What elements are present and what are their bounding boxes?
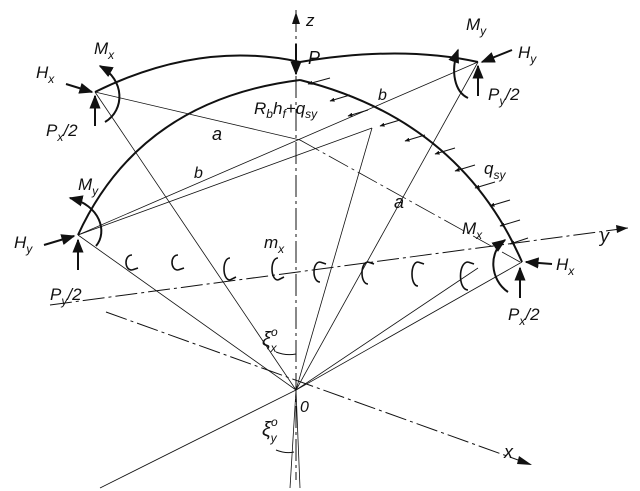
label-Hy-top: Hy xyxy=(518,43,537,66)
Hy-left-arrow xyxy=(43,234,76,246)
shell-curves xyxy=(77,52,523,263)
shell-edge-left xyxy=(77,79,301,236)
y-axis-arrowhead xyxy=(616,225,628,233)
label-y: y xyxy=(598,226,610,246)
x-axis-arrowhead xyxy=(517,456,532,465)
label-z: z xyxy=(305,11,315,30)
corner-top-right xyxy=(448,48,513,99)
Mx-right-moment xyxy=(491,239,509,293)
label-x: x xyxy=(503,442,514,462)
label-a-right: a xyxy=(394,192,404,212)
label-Mx-top: Mx xyxy=(94,39,115,62)
labels: z P y x 0 Mx Hx Px/2 My Hy Py/2 My Hy Py… xyxy=(14,11,610,462)
shell-edge-top xyxy=(94,52,479,93)
label-Py2-top: Py/2 xyxy=(488,85,520,108)
angle-markers xyxy=(275,351,297,454)
corner-left xyxy=(43,195,103,270)
label-Px2-top: Px/2 xyxy=(46,121,78,144)
label-My-left: My xyxy=(78,175,99,198)
distributed-load xyxy=(307,77,529,245)
My-top-moment xyxy=(448,48,469,99)
y-axis xyxy=(49,227,629,306)
axes xyxy=(49,10,629,480)
label-P: P xyxy=(308,48,320,68)
label-Hx-top: Hx xyxy=(36,63,55,86)
x-axis xyxy=(105,311,533,466)
Hx-top-arrow xyxy=(65,82,94,94)
label-Mx-right: Mx xyxy=(462,219,483,242)
label-origin: 0 xyxy=(300,399,309,416)
Mx-top-moment xyxy=(98,65,121,123)
z-axis-arrowhead xyxy=(292,12,300,24)
label-b-left: b xyxy=(194,165,203,182)
Hy-top-arrow xyxy=(480,49,513,63)
corner-right xyxy=(491,239,553,298)
shell-edge-right xyxy=(299,79,523,263)
label-Py2-left: Py/2 xyxy=(50,285,82,308)
corner-top-left xyxy=(65,65,121,126)
label-Hy-left: Hy xyxy=(14,233,33,256)
label-Hx-right: Hx xyxy=(556,255,575,278)
label-qsy: qsy xyxy=(484,159,506,182)
label-b-top: b xyxy=(378,87,387,104)
construction-lines xyxy=(77,61,523,489)
My-left-moment xyxy=(68,195,103,247)
label-a-top: a xyxy=(212,124,222,144)
label-My-top: My xyxy=(466,15,487,38)
moment-symbols xyxy=(125,254,475,291)
Hx-right-arrow xyxy=(524,257,553,269)
label-load: Rbhf+qsy xyxy=(254,99,318,121)
label-mx: mx xyxy=(264,233,285,256)
label-Px2-right: Px/2 xyxy=(508,305,540,328)
